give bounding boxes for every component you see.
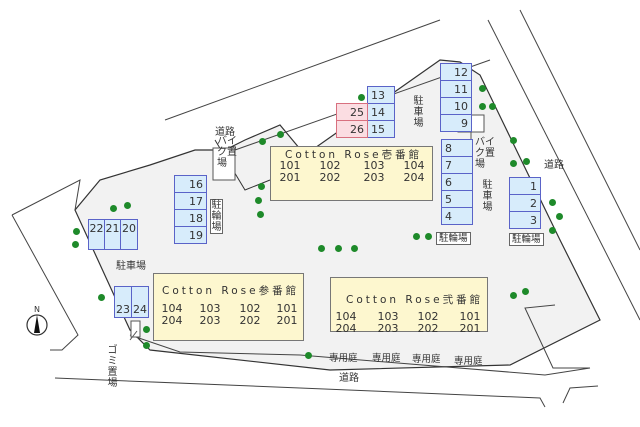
tree-icon — [549, 199, 556, 206]
parking-stall: 7 — [441, 156, 473, 174]
private-garden: 専用庭 — [412, 354, 441, 365]
parking-stall: 1 — [509, 177, 541, 195]
tree-icon — [556, 213, 563, 220]
bike-parking-label: バイク置場 — [475, 137, 495, 170]
parking-lot-label: 駐車場 — [482, 180, 493, 213]
tree-icon — [479, 103, 486, 110]
parking-stall: 17 — [174, 192, 207, 210]
tree-icon — [277, 131, 284, 138]
building-sanbankan — [153, 273, 304, 341]
parking-lot-label: 駐車場 — [413, 96, 424, 129]
parking-stall: 19 — [174, 226, 207, 244]
tree-icon — [258, 183, 265, 190]
private-garden: 専用庭 — [329, 353, 358, 364]
tree-icon — [522, 288, 529, 295]
parking-stall: 16 — [174, 175, 207, 193]
bicycle-parking-label: 駐輪場 — [210, 199, 223, 234]
road-label: 道路 — [544, 160, 564, 171]
parking-stall: 18 — [174, 209, 207, 227]
road-label: 道路 — [339, 373, 359, 384]
tree-icon — [479, 85, 486, 92]
tree-icon — [549, 227, 556, 234]
parking-stall: 9 — [440, 114, 472, 132]
parking-stall-reserved: 25 — [336, 103, 368, 121]
parking-stall: 4 — [441, 207, 473, 225]
building-name: Cotton Rose参番館 — [162, 285, 300, 297]
road-label: 道路 — [215, 127, 235, 138]
parking-lot-label: 駐車場 — [116, 261, 146, 272]
tree-icon — [259, 138, 266, 145]
parking-stall: 5 — [441, 190, 473, 208]
parking-stall: 13 — [367, 86, 395, 104]
tree-icon — [413, 233, 420, 240]
tree-icon — [425, 233, 432, 240]
bike-parking-label: バイク置場 — [217, 136, 237, 169]
tree-icon — [257, 211, 264, 218]
tree-icon — [124, 202, 131, 209]
tree-icon — [143, 326, 150, 333]
north-label: N — [34, 305, 40, 314]
private-garden: 専用庭 — [454, 356, 483, 367]
building-name: Cotton Rose弐番館 — [346, 294, 484, 306]
building-name: Cotton Rose壱番館 — [285, 149, 423, 161]
parking-stall: 23 — [114, 286, 132, 318]
parking-stall: 21 — [104, 219, 121, 250]
parking-stall: 3 — [509, 211, 541, 229]
tree-icon — [98, 294, 105, 301]
building-nibankan — [330, 277, 488, 332]
tree-icon — [318, 245, 325, 252]
bicycle-parking-label: 駐輪場 — [436, 232, 471, 245]
tree-icon — [523, 158, 530, 165]
tree-icon — [358, 94, 365, 101]
tree-icon — [510, 160, 517, 167]
parking-stall: 22 — [88, 219, 105, 250]
tree-icon — [335, 245, 342, 252]
parking-stall: 14 — [367, 103, 395, 121]
garbage-label: ゴミ置場 — [107, 345, 118, 389]
bicycle-parking-label: 駐輪場 — [509, 233, 544, 246]
parking-stall-reserved: 26 — [336, 120, 368, 138]
parking-stall: 24 — [131, 286, 149, 318]
parking-stall: 8 — [441, 139, 473, 157]
parking-stall: 10 — [440, 97, 472, 115]
private-garden: 専用庭 — [372, 353, 401, 364]
building-ichibankan — [270, 146, 433, 201]
tree-icon — [305, 352, 312, 359]
tree-icon — [510, 137, 517, 144]
tree-icon — [72, 241, 79, 248]
parking-stall: 2 — [509, 194, 541, 212]
tree-icon — [73, 228, 80, 235]
tree-icon — [143, 342, 150, 349]
parking-stall: 12 — [440, 63, 472, 81]
parking-stall: 15 — [367, 120, 395, 138]
parking-stall: 20 — [120, 219, 138, 250]
tree-icon — [110, 205, 117, 212]
parking-stall: 11 — [440, 80, 472, 98]
tree-icon — [255, 197, 262, 204]
parking-stall: 6 — [441, 173, 473, 191]
tree-icon — [489, 103, 496, 110]
tree-icon — [351, 245, 358, 252]
tree-icon — [510, 292, 517, 299]
